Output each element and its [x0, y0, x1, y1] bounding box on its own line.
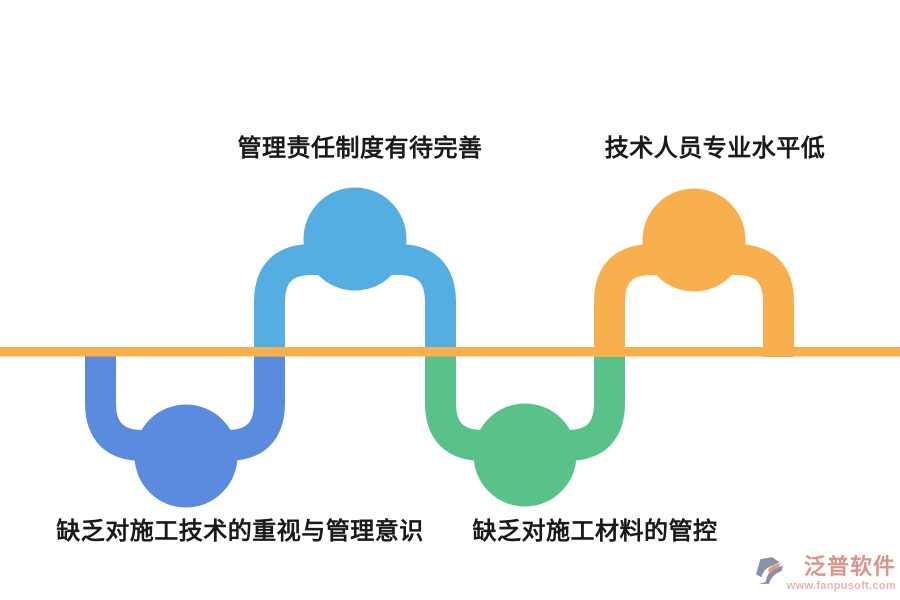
label-top-right: 技术人员专业水平低: [604, 135, 826, 162]
watermark-url: www.fanpusoft.com: [786, 580, 896, 592]
fanpu-logo-icon: [755, 557, 783, 584]
label-bottom-right: 缺乏对施工材料的管控: [472, 518, 718, 545]
label-top-left: 管理责任制度有待完善: [237, 135, 483, 162]
baseline: [0, 347, 900, 357]
watermark-brand: 泛普软件: [803, 554, 896, 579]
node-circle-top-right: [642, 188, 746, 292]
node-circle-bottom-right: [473, 403, 577, 507]
watermark-text: 泛普软件 www.fanpusoft.com: [787, 554, 896, 592]
watermark: 泛普软件 www.fanpusoft.com: [755, 554, 896, 592]
node-circle-bottom-left: [134, 404, 238, 508]
label-bottom-left: 缺乏对施工技术的重视与管理意识: [56, 518, 424, 545]
node-circle-top-left: [303, 187, 407, 291]
